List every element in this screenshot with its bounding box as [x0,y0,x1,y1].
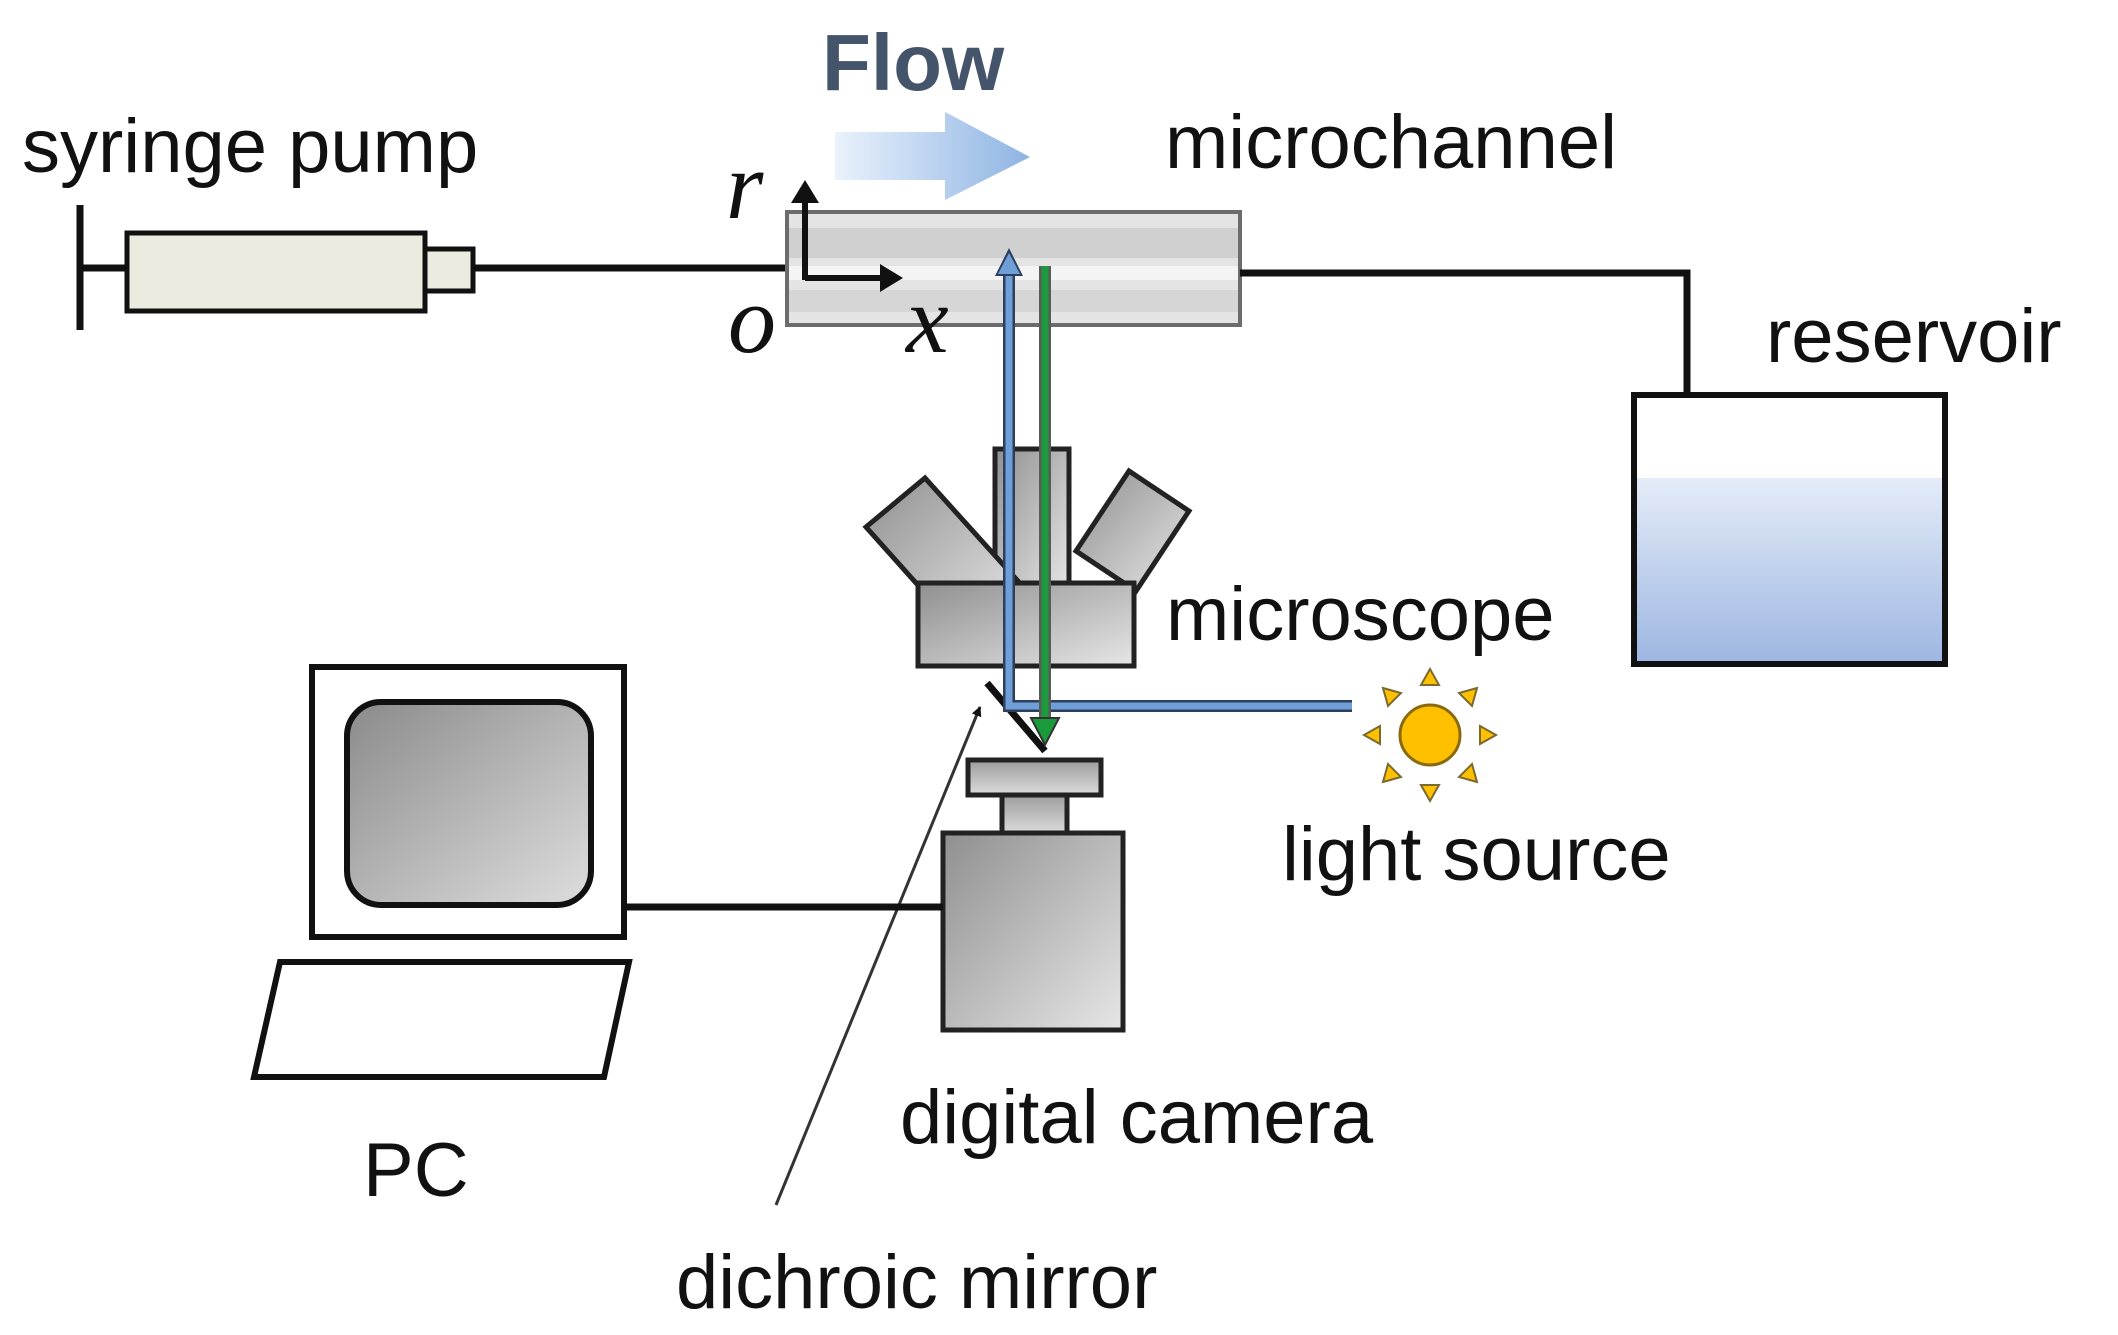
digital-camera-label: digital camera [900,1075,1374,1160]
flow-arrow [835,112,1030,200]
outlet-tubing [1240,269,1691,395]
dichroic-mirror-label: dichroic mirror [676,1240,1157,1325]
excitation-light-path [995,248,1352,712]
pc [250,664,633,1080]
axis-o-label: o [728,266,776,373]
reservoir [1631,392,1948,667]
light-source-label: light source [1282,812,1671,897]
emission-light-path [1029,266,1061,748]
pc-label: PC [363,1128,469,1213]
dichroic-mirror [984,680,1048,754]
syringe-pump [76,205,476,330]
flow-label: Flow [822,18,1005,107]
digital-camera [940,757,1126,1033]
sun-icon [1361,666,1499,804]
microchannel-label: microchannel [1165,100,1617,185]
coordinate-axes [791,180,903,292]
reservoir-label: reservoir [1766,294,2062,379]
axis-x-label: x [904,266,949,373]
syringe-pump-label: syringe pump [22,104,478,189]
microscope [862,446,1193,669]
dichroic-mirror-pointer [774,706,982,1206]
microscope-label: microscope [1166,572,1555,657]
axis-r-label: r [726,132,764,239]
